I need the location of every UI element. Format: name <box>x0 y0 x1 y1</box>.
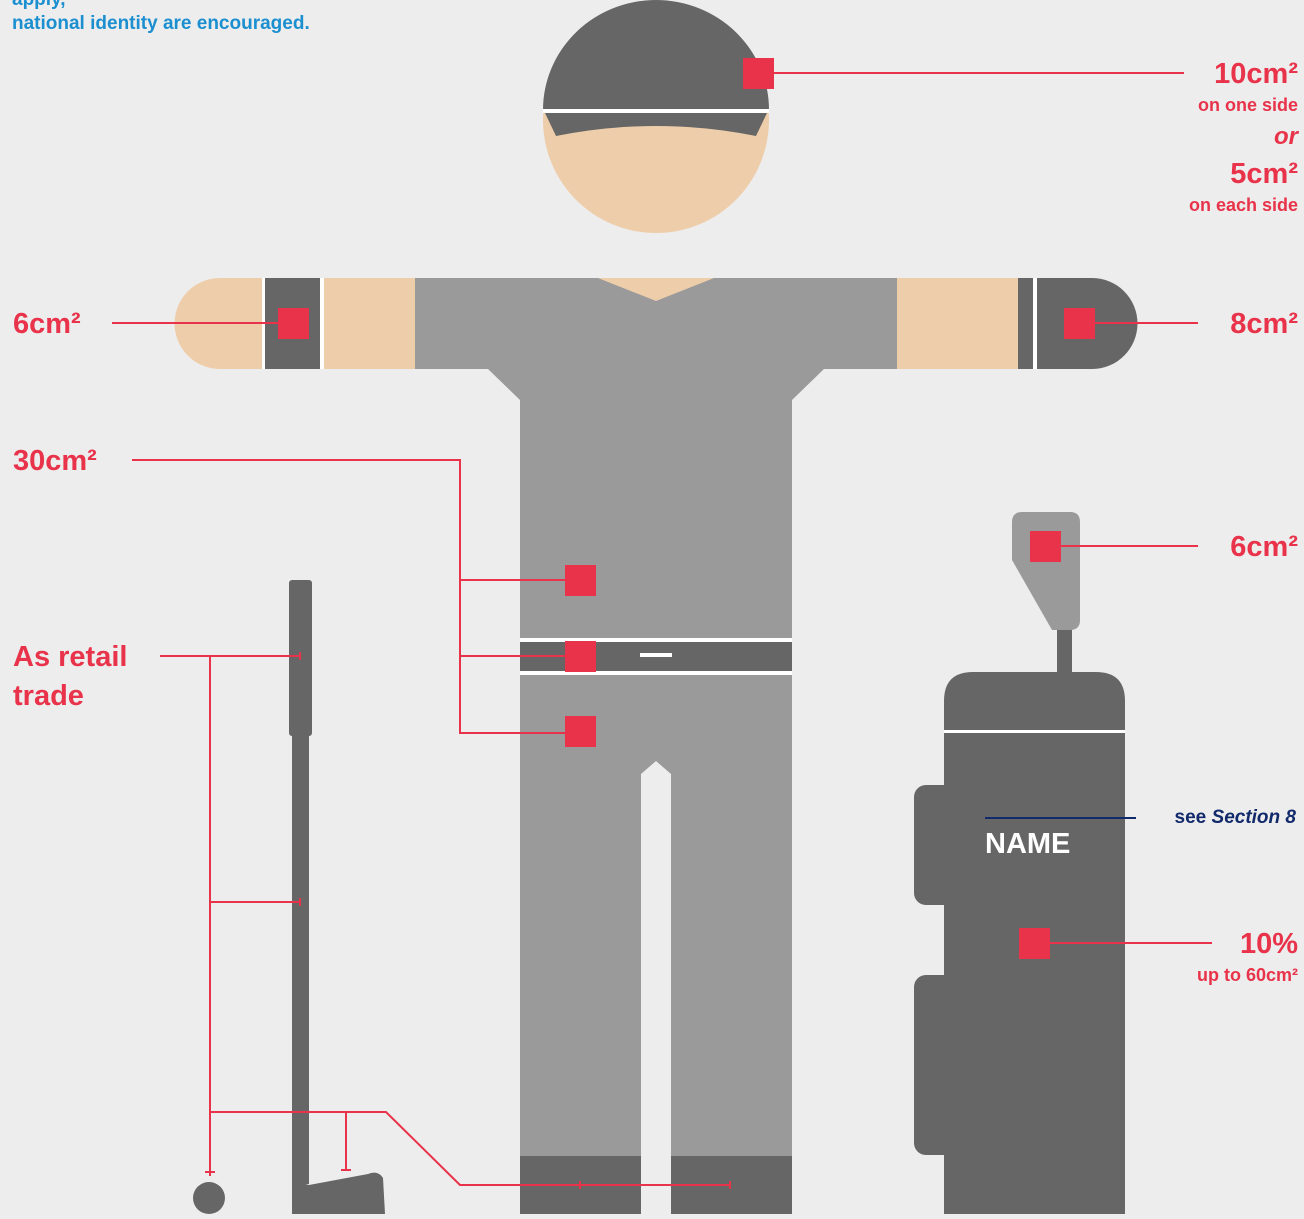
marker-trousers <box>565 716 596 747</box>
right-sleeve-label: 6cm² <box>13 307 81 341</box>
see-text: see <box>1175 807 1207 828</box>
intro-line-2: national identity are encouraged. <box>12 12 310 36</box>
marker-right-sleeve <box>278 308 309 339</box>
marker-bag-club <box>1030 531 1061 562</box>
bag-pocket-upper <box>914 785 964 905</box>
torso-label: 30cm² <box>13 444 97 478</box>
bag-club-head <box>1012 512 1080 630</box>
bag-head-label: 6cm² <box>1230 530 1298 564</box>
headwear-alt-size-label: 5cm² <box>1230 157 1298 191</box>
marker-left-sleeve <box>1064 308 1095 339</box>
see-section-label: see Section 8 <box>1175 806 1296 830</box>
cap-crown <box>543 0 769 110</box>
headwear-alt-note-label: on each side <box>1189 194 1298 216</box>
retail-label-line-1: As retail <box>13 640 127 674</box>
marker-cap <box>743 58 774 89</box>
section-reference: Section 8 <box>1212 807 1296 828</box>
marker-belt <box>565 641 596 672</box>
bag-percent-note-label: up to 60cm² <box>1197 964 1298 986</box>
golf-bag <box>914 512 1125 1214</box>
bag-name-label: NAME <box>985 827 1070 861</box>
golfer-shirt <box>415 278 897 640</box>
marker-bag-body <box>1019 928 1050 959</box>
headwear-note-label: on one side <box>1198 94 1298 116</box>
retail-label-line-2: trade <box>13 679 84 713</box>
left-wristband-stripe <box>1018 278 1033 369</box>
golf-ball <box>193 1182 225 1214</box>
headwear-size-label: 10cm² <box>1214 57 1298 91</box>
headwear-or-label: or <box>1274 120 1298 154</box>
belt-buckle <box>640 653 672 657</box>
marker-shirt <box>565 565 596 596</box>
left-sleeve-label: 8cm² <box>1230 307 1298 341</box>
golfer-head <box>543 0 769 233</box>
intro-text: apply, national identity are encouraged. <box>12 0 310 36</box>
golfer-trousers <box>520 675 792 1214</box>
bag-percent-label: 10% <box>1240 927 1298 961</box>
bag-pocket-lower <box>914 975 964 1155</box>
club-shaft <box>292 734 309 1184</box>
intro-line-1: apply, <box>12 0 310 12</box>
golf-club <box>193 580 385 1214</box>
